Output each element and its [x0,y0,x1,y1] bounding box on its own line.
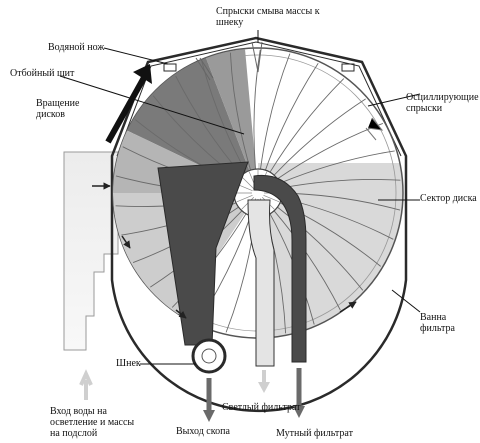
sector-cake-mid [206,49,258,193]
leader-oscillating [367,93,421,107]
spray-box-left [163,63,177,72]
disc-spoke [229,52,252,171]
flow-arrow-vat-right [339,301,357,313]
spray-nozzle-center [251,41,263,73]
hub-spoke [263,194,280,203]
label-deflector-shield: Отбойный щит [10,68,75,79]
label-inlet: Вход воды на осветление и массы на подсл… [50,406,135,439]
label-disc-rotation: Вращение дисков [36,98,80,120]
disc-spoke [273,210,341,311]
disc-spoke [269,78,345,173]
sector-cake-dark [126,58,258,193]
flow-arrow-vat-bottom [175,309,187,319]
label-oscillating-sprays: Осциллирующие спрыски [406,92,479,114]
label-pulp-outlet: Выход скопа [176,426,230,437]
hub-spoke [241,176,255,190]
inlet-chamber [63,151,119,351]
clear-filtrate-pipe [247,199,275,367]
label-spray-to-screw: Спрыски смыва массы к шнеку [216,6,320,28]
leader-water-knife [103,47,169,65]
hub-spoke [236,194,253,203]
disc-spoke [260,53,291,170]
spray-nozzle-left [195,57,214,81]
disc-spoke [277,206,364,291]
disc-spoke [201,61,247,173]
label-screw: Шнек [116,358,141,369]
disc-spoke [264,63,319,171]
cloudy-filtrate-pipe [253,174,307,363]
filter-housing [110,36,408,412]
label-clear-filtrate: Светлый фильтрат [222,402,301,413]
pulp-pipe [157,161,249,346]
flow-arrow-vat-left [121,235,131,249]
leader-deflector [59,75,245,135]
disc-spoke [279,150,395,184]
spray-box-right [341,63,355,72]
oscillating-spray-heads [365,117,384,141]
label-cloudy-filtrate: Мутный фильтрат [276,428,353,439]
disc-spoke [281,179,401,189]
rotation-arrow [105,72,149,144]
label-filter-vat: Ванна фильтра [420,312,455,334]
label-disc-sector: Сектор диска [420,193,477,204]
inlet-arrow [79,369,93,400]
disc-spoke [273,98,366,176]
disc-spoke [253,49,261,170]
leader-vat [391,289,421,313]
label-water-knife: Водяной нож [48,42,105,53]
